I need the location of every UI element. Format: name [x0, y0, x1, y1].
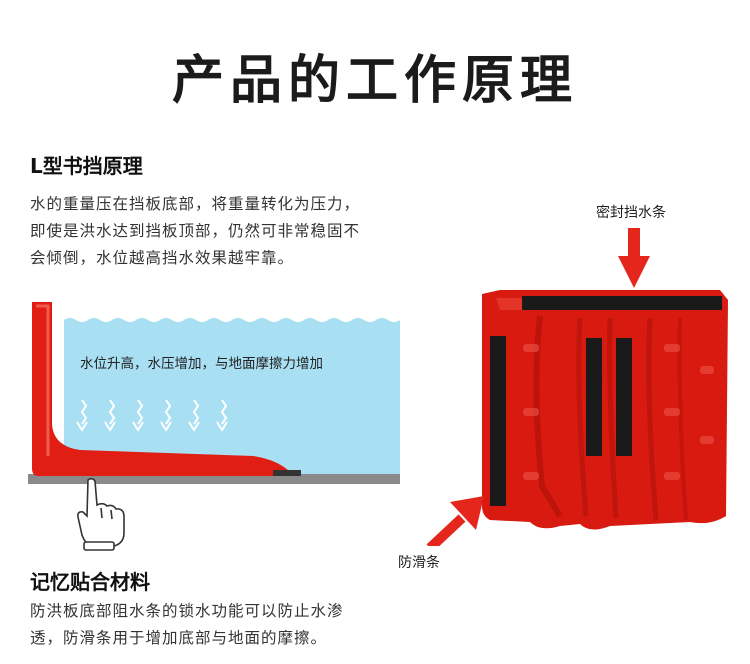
l-shape-description: 水的重量压在挡板底部，将重量转化为压力， 即使是洪水达到挡板顶部，仍然可非常稳固… [30, 191, 430, 272]
l-shape-board [32, 302, 294, 476]
description-line: 会倾倒，水位越高挡水效果越牢靠。 [30, 249, 295, 267]
section-heading-l-shape: L型书挡原理 [30, 154, 143, 178]
antislip-strip [586, 338, 602, 456]
description-line: 防洪板底部阻水条的锁水功能可以防止水渗 [30, 602, 344, 620]
seal-strip-label: 密封挡水条 [596, 205, 666, 221]
antislip-arrow-icon [426, 496, 484, 546]
description-line: 透，防滑条用于增加底部与地面的摩擦。 [30, 629, 328, 647]
description-line: 即使是洪水达到挡板顶部，仍然可非常稳固不 [30, 222, 361, 240]
flood-board-image [482, 290, 728, 530]
water [64, 318, 400, 474]
antislip-strip-label: 防滑条 [398, 555, 440, 571]
ground [28, 474, 400, 484]
diagram-caption: 水位升高，水压增加，与地面摩擦力增加 [80, 355, 323, 372]
description-line: 水的重量压在挡板底部，将重量转化为压力， [30, 195, 361, 213]
l-shape-diagram: 水位升高，水压增加，与地面摩擦力增加 [28, 302, 400, 551]
seal-strip [522, 296, 722, 310]
pointing-hand-icon [77, 477, 125, 551]
page-title: 产品的工作原理 [171, 51, 578, 111]
antislip-strip [490, 336, 506, 506]
section-heading-memory: 记忆贴合材料 [30, 570, 150, 594]
seal-arrow-icon [618, 228, 650, 288]
pressure-arrows [76, 399, 228, 432]
antislip-strip [616, 338, 632, 456]
memory-description: 防洪板底部阻水条的锁水功能可以防止水渗 透，防滑条用于增加底部与地面的摩擦。 [30, 598, 430, 652]
product-illustration [426, 228, 728, 546]
